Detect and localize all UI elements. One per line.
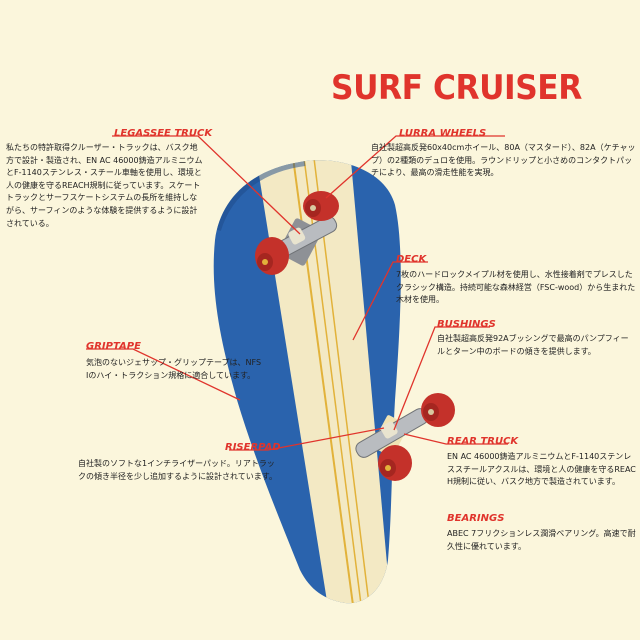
rear-wheel-lower — [378, 445, 412, 481]
rear-wheel-upper — [421, 393, 455, 427]
riserpad-label: RISERPAD — [225, 442, 281, 453]
bearings-description: ABEC 7フリクションレス潤滑ベアリング。高速で耐久性に優れています。 — [447, 529, 636, 551]
lurra-wheels-label: LURRA WHEELS — [399, 128, 487, 139]
page-title: SURF CRUISER — [331, 68, 582, 108]
rear-truck-label: REAR TRUCK — [447, 436, 519, 447]
legassee-truck-description: 私たちの特許取得クルーザー・トラックは、バスク地方で設計・製造され、EN AC … — [6, 143, 203, 228]
riserpad-description: 自社製のソフトな1インチライザーパッド。リアトラックの傾き半径を少し追加するよう… — [78, 459, 277, 481]
rear-truck-description: EN AC 46000鋳造アルミニウムとF-1140ステンレススチールアクスルは… — [447, 452, 636, 487]
bushings-description: 自社製超高反発92Aブッシングで最高のパンプフィールとターン中のボードの傾きを提… — [437, 334, 629, 356]
front-wheel-lower — [255, 237, 289, 275]
bushings-label: BUSHINGS — [437, 319, 496, 330]
lurra-wheels-description: 自社製超高反発60x40cmホイール、80A（マスタード）、82A（ケチャップ）… — [371, 143, 636, 178]
rear-truck — [355, 408, 429, 458]
deck-nose-shadow — [215, 160, 306, 231]
griptape-label: GRIPTAPE — [86, 341, 141, 352]
leader-lurra-wheels — [325, 135, 505, 199]
legassee-truck-label: LEGASSEE TRUCK — [114, 128, 213, 139]
rear-bushing — [380, 421, 398, 439]
deck-description: 7枚のハードロックメイプル材を使用し、水性接着剤でプレスしたクラシック構造。持続… — [396, 270, 636, 305]
leader-deck — [352, 261, 428, 341]
griptape-description: 気泡のないジェサップ・グリップテープは、NFSIのハイ・トラクション規格に適合し… — [86, 358, 262, 380]
front-wheel-upper — [303, 191, 339, 221]
leader-bushings — [393, 326, 490, 431]
bearings-label: BEARINGS — [447, 513, 505, 524]
front-bushing — [288, 227, 306, 245]
leader-legassee-truck — [112, 135, 301, 235]
leader-riserpad — [229, 427, 385, 451]
deck-label: DECK — [396, 254, 427, 265]
leader-griptape — [86, 348, 241, 401]
deck — [213, 160, 401, 604]
leader-rear-truck — [403, 433, 508, 445]
